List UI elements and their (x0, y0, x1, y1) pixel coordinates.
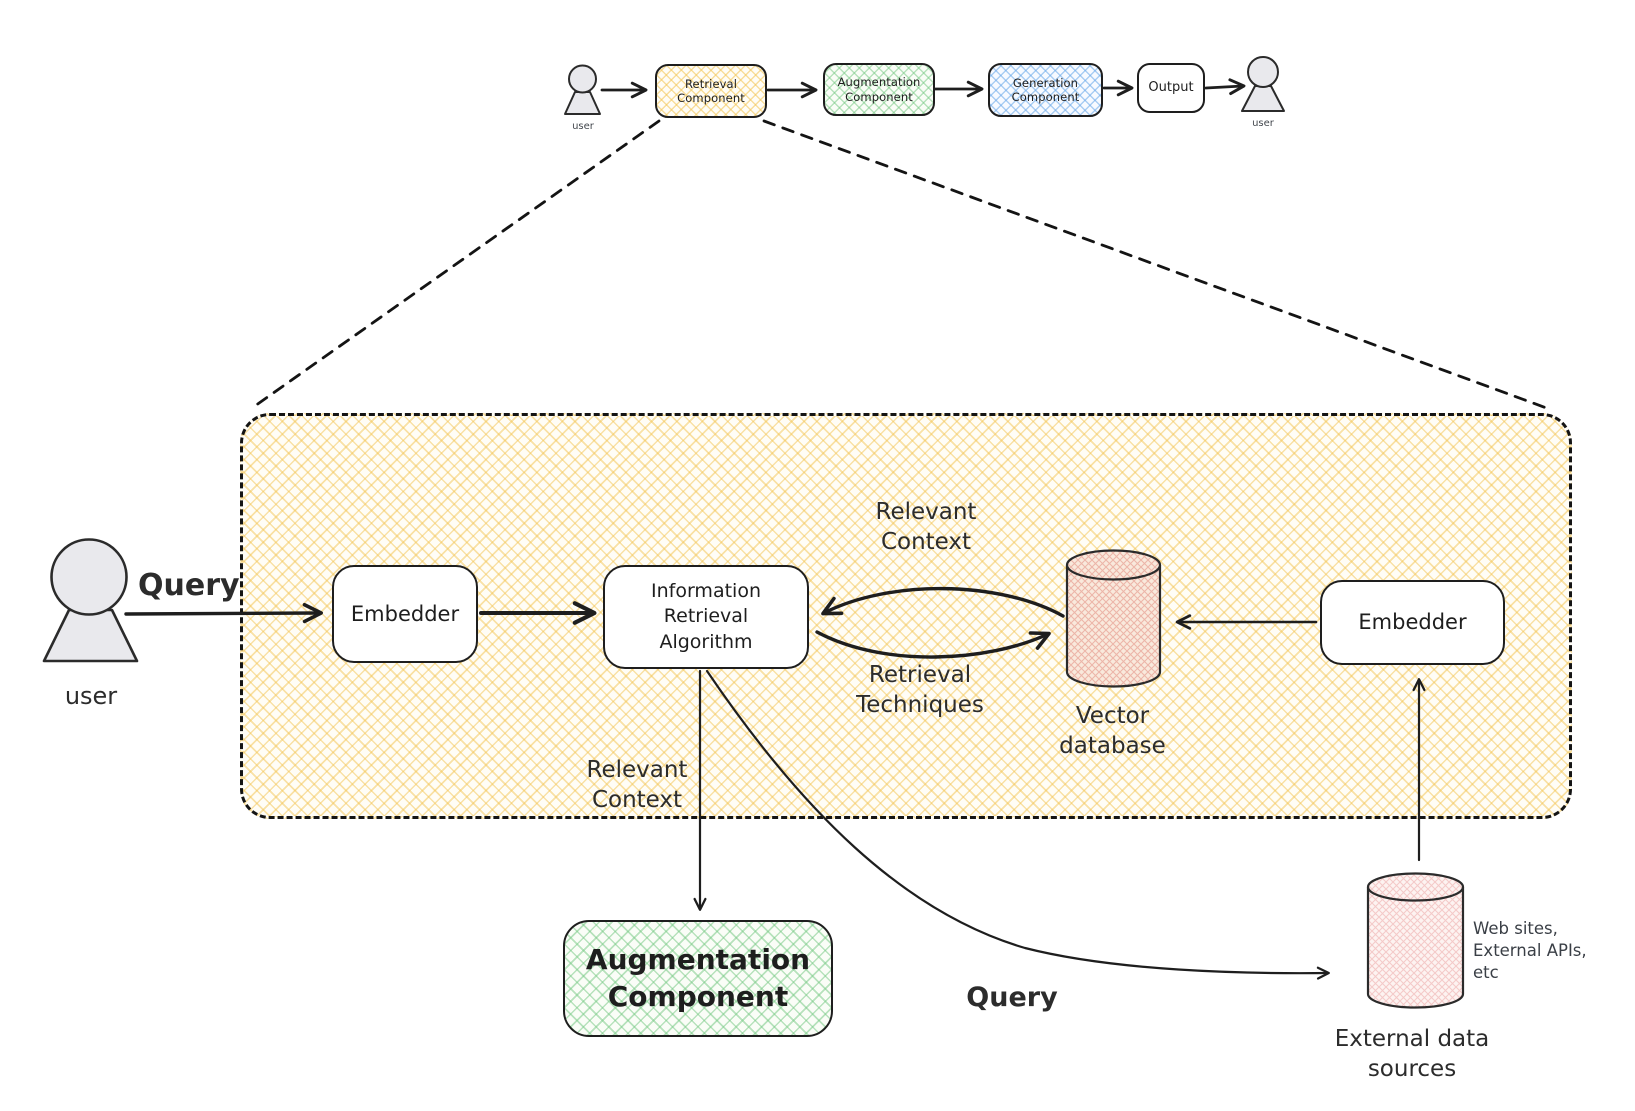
zoom-line-left (250, 119, 661, 410)
node-generation-line1: Generation (1012, 75, 1079, 90)
external-sources-note: Web sites, External APIs, etc (1473, 918, 1633, 983)
information-retrieval-algorithm-box: Information Retrieval Algorithm (603, 565, 809, 669)
embedder-right-box: Embedder (1320, 580, 1505, 665)
embedder-left-label: Embedder (350, 601, 460, 626)
detail-arrows (124, 586, 1426, 980)
ira-line1: Information (651, 579, 761, 602)
user-icon-top-right (1241, 56, 1285, 112)
user-icon-top-left (564, 64, 601, 115)
external-db-top (1366, 872, 1465, 902)
arrow-query-to-external (705, 669, 1330, 980)
node-retrieval-line2: Component (677, 91, 745, 105)
augmentation-detail-line2: Component (607, 979, 789, 1013)
arrow-query-user-to-embedder (124, 602, 323, 624)
embedder-right-label: Embedder (1358, 610, 1467, 635)
augmentation-detail-line1: Augmentation (585, 943, 811, 977)
node-generation-line2: Component (1011, 90, 1080, 104)
user-top-left-label: user (572, 121, 594, 132)
node-retrieval-line1: Retrieval (684, 76, 737, 91)
external-data-sources-label: External data sources (1292, 1024, 1532, 1085)
user-icon-left (42, 538, 139, 663)
external-note-line2: External APIs, (1473, 940, 1587, 960)
arrow-relevant-context-to-ira (821, 586, 1065, 618)
augmentation-component-box: Augmentation Component (563, 920, 833, 1037)
retrieval-techniques-line2: Techniques (856, 692, 984, 719)
user-left-label: user (64, 682, 118, 710)
external-data-sources-icon (1366, 872, 1465, 1009)
arrow-retrieval-techniques-to-vectordb (815, 630, 1051, 659)
node-augmentation-component: Augmentation Component (823, 63, 935, 116)
external-note-line3: etc (1473, 962, 1499, 982)
node-output: Output (1137, 63, 1205, 113)
relevant-context-top-label: Relevant Context (845, 497, 1007, 558)
embedder-left-box: Embedder (332, 565, 478, 663)
relevant-context-left-label: Relevant Context (556, 755, 718, 816)
query-left-label: Query (138, 568, 240, 603)
relevant-context-top-line1: Relevant (875, 499, 977, 525)
retrieval-techniques-line1: Retrieval (868, 662, 972, 688)
external-note-line1: Web sites, (1473, 919, 1558, 938)
query-bottom-label: Query (966, 982, 1058, 1013)
top-flow-arrows (600, 78, 1246, 99)
external-db-body (1366, 887, 1465, 1009)
relevant-context-top-line2: Context (880, 529, 972, 556)
zoom-line-right (762, 119, 1554, 412)
node-retrieval-component: Retrieval Component (655, 64, 767, 118)
ira-line3: Algorithm (659, 630, 753, 653)
node-augmentation-line2: Component (845, 89, 913, 104)
user-top-right-label: user (1252, 118, 1274, 129)
zoom-dashed-lines (250, 119, 1554, 412)
vector-database-body (1065, 565, 1162, 688)
retrieval-techniques-label: Retrieval Techniques (820, 660, 1020, 721)
vector-database-line1: Vector (1075, 703, 1150, 729)
relevant-context-left-line1: Relevant (586, 757, 688, 783)
vector-database-line2: database (1059, 733, 1166, 760)
external-db-line1: External data (1334, 1026, 1490, 1052)
vector-database-label: Vector database (1030, 701, 1195, 762)
node-generation-component: Generation Component (988, 63, 1103, 117)
vector-database-icon (1065, 549, 1162, 688)
external-db-line2: sources (1367, 1056, 1457, 1083)
vector-database-top (1065, 549, 1162, 581)
ira-line2: Retrieval (663, 605, 749, 628)
relevant-context-left-line2: Context (591, 787, 683, 814)
node-augmentation-line1: Augmentation (837, 75, 921, 90)
arrow-output-to-user (1204, 78, 1246, 96)
node-output-label: Output (1148, 79, 1194, 95)
